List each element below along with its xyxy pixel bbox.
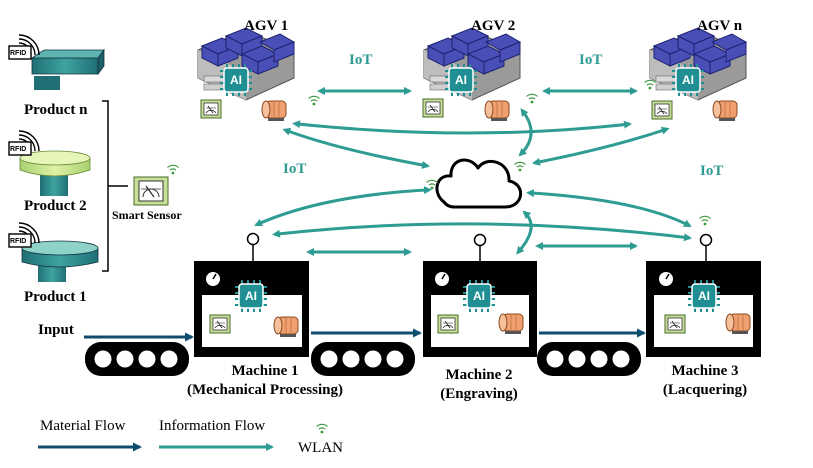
ai-chip-text: AI	[245, 289, 257, 303]
ai-chip-text: AI	[455, 73, 467, 87]
iot-label: IoT	[283, 161, 307, 177]
product-n-label: Product n	[24, 102, 88, 118]
product-2	[19, 150, 91, 196]
iot-label: IoT	[700, 163, 724, 179]
ai-chip-text: AI	[473, 289, 485, 303]
input-label: Input	[38, 322, 74, 338]
wlan-icon	[513, 161, 527, 172]
product-bracket	[102, 100, 128, 272]
information-flow-arrows	[254, 87, 692, 256]
material-flow-arrows	[84, 328, 646, 342]
machine-1-name: Machine 1	[231, 363, 299, 379]
ai-chip-text: AI	[698, 289, 710, 303]
machine-1-process: (Mechanical Processing)	[187, 382, 343, 398]
machine-2-name: Machine 2	[445, 367, 513, 383]
machine-3	[646, 215, 761, 357]
agv-n-label: AGV n	[697, 18, 743, 34]
cloud-icon	[435, 158, 522, 209]
rfid-tag-label: RFID	[10, 146, 27, 153]
machine-1	[194, 232, 309, 357]
machine-1-label: Machine 1 (Mechanical Processing)	[170, 362, 360, 400]
ai-chip-text: AI	[230, 73, 242, 87]
machine-2-label: Machine 2 (Engraving)	[404, 366, 554, 404]
smart-sensor-icon	[133, 164, 180, 206]
machine-2-process: (Engraving)	[440, 386, 518, 402]
agv-2	[422, 27, 539, 122]
agv-1-label: AGV 1	[244, 18, 289, 34]
agv-n	[643, 27, 747, 122]
machine-3-process: (Lacquering)	[662, 382, 748, 398]
product-1-label: Product 1	[24, 289, 87, 305]
legend-wlan-label: WLAN	[298, 440, 343, 456]
machine-3-label: Machine 3 (Lacquering)	[630, 362, 780, 400]
rfid-tag-label: RFID	[10, 50, 27, 57]
legend-wlan-icon	[315, 423, 329, 434]
product-n	[30, 48, 105, 90]
agv-2-label: AGV 2	[471, 18, 516, 34]
rfid-tag-label: RFID	[10, 238, 27, 245]
rfid-tags	[8, 34, 40, 248]
product-2-label: Product 2	[24, 198, 87, 214]
ai-chip-text: AI	[682, 73, 694, 87]
machine-2	[423, 233, 537, 357]
iot-label: IoT	[349, 52, 373, 68]
legend-information-flow-label: Information Flow	[159, 418, 266, 434]
legend	[38, 423, 329, 452]
iot-label: IoT	[579, 52, 603, 68]
machine-3-name: Machine 3	[671, 363, 739, 379]
legend-material-flow-label: Material Flow	[40, 418, 126, 434]
agv-1	[197, 27, 321, 122]
smart-sensor-label: Smart Sensor	[112, 208, 182, 222]
product-1	[21, 240, 99, 282]
